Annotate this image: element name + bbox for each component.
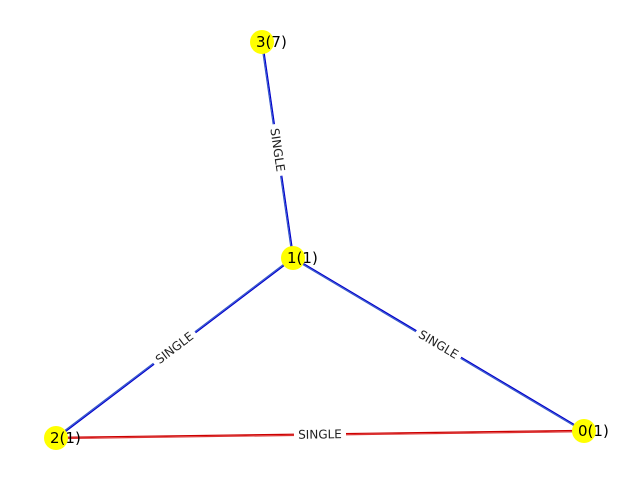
edge-label: SINGLE (298, 427, 342, 442)
node-label-1: 1(1) (287, 249, 318, 267)
edges-layer (55, 41, 585, 440)
nodes-layer: 3(7) 1(1) 2(1) 0(1) (44, 30, 609, 450)
node-0 (572, 419, 596, 443)
edge-label-background (412, 325, 465, 364)
node-3 (250, 30, 274, 54)
edge-label: SINGLE (153, 329, 196, 367)
node-label-2: 2(1) (50, 429, 81, 447)
edge-label: SINGLE (416, 327, 461, 361)
node-label-3: 3(7) (256, 33, 287, 51)
edge-label-background (293, 427, 347, 442)
node-1 (281, 246, 305, 270)
node-2 (44, 426, 68, 450)
edge-label-background (266, 123, 289, 177)
edge-labels-layer: SINGLE SINGLE SINGLE SINGLE (149, 123, 465, 442)
edge-label-background (149, 326, 200, 370)
node-label-0: 0(1) (578, 422, 609, 440)
edge-label: SINGLE (267, 127, 287, 172)
